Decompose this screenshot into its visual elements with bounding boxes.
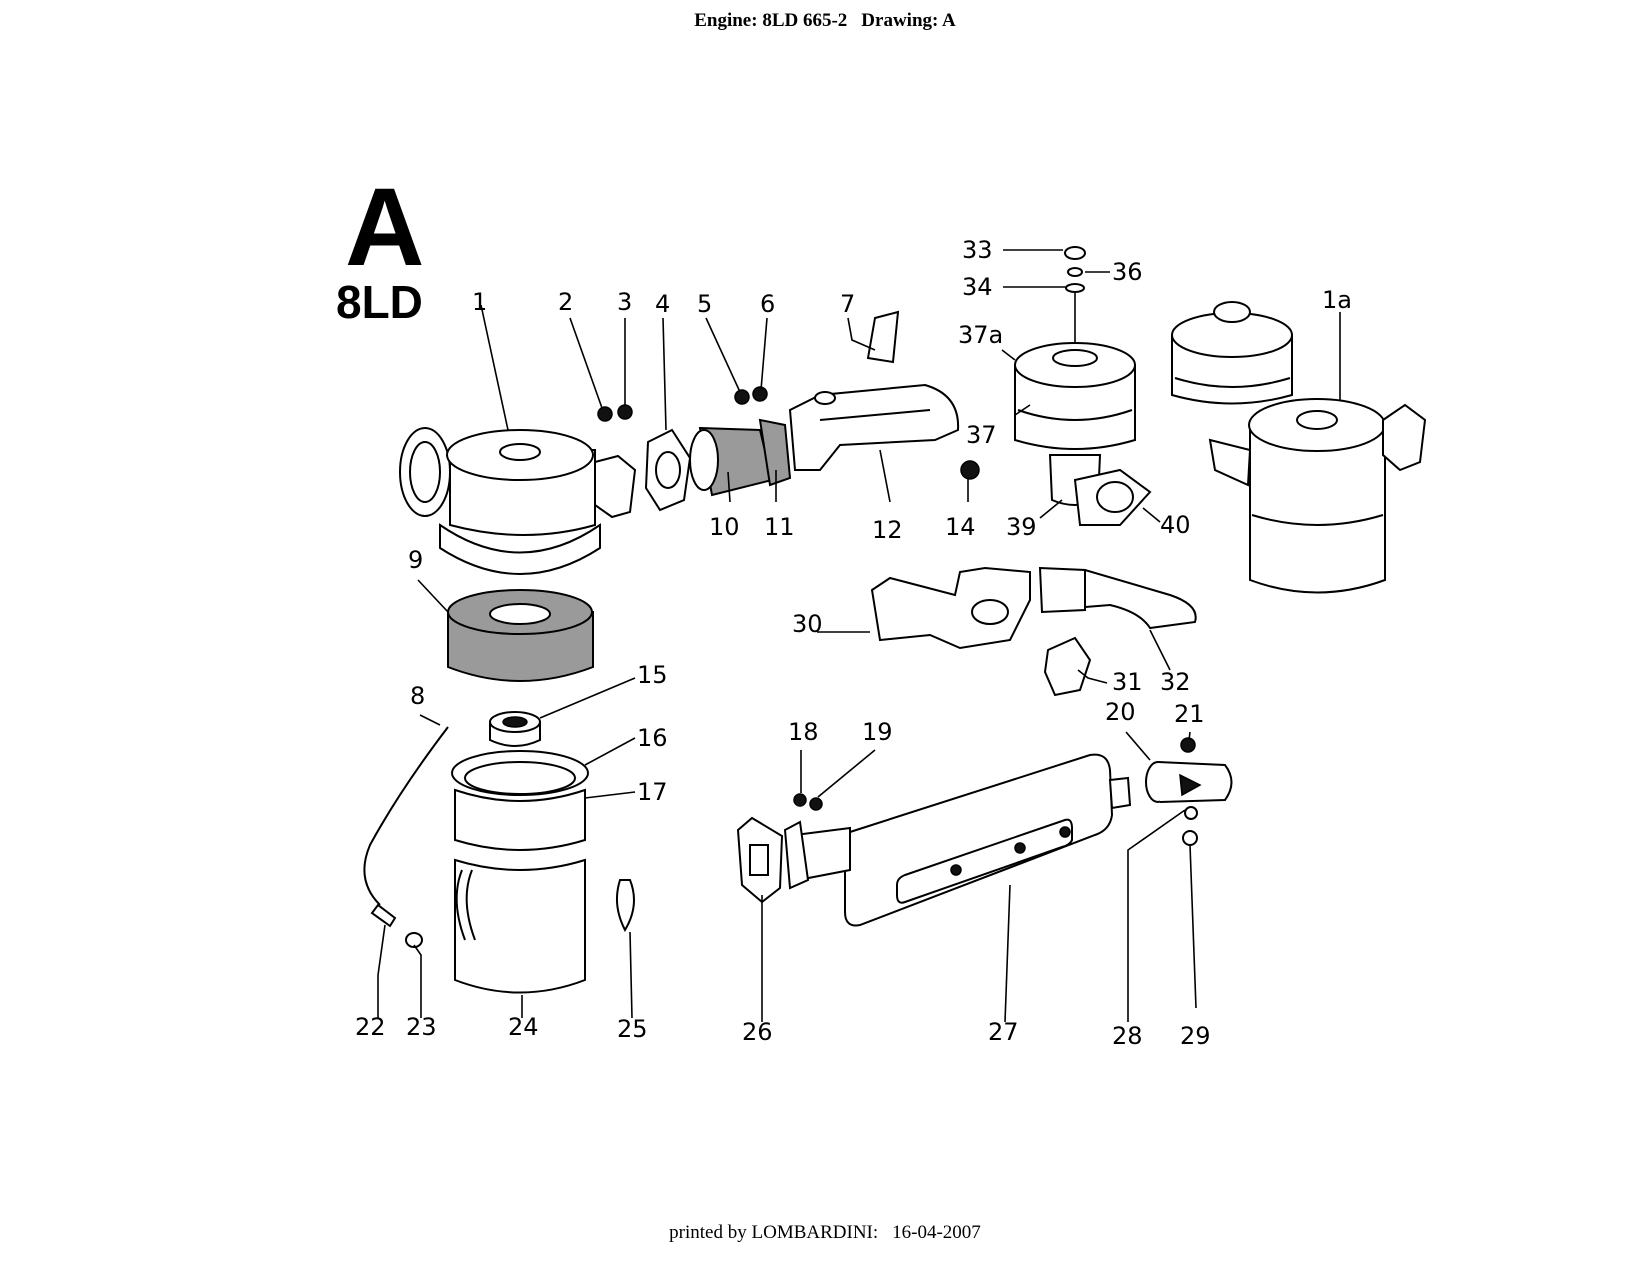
callout-21: 21 bbox=[1174, 700, 1205, 728]
callout-28: 28 bbox=[1112, 1022, 1143, 1050]
callout-16: 16 bbox=[637, 724, 668, 752]
part-19-nut bbox=[809, 797, 823, 811]
parts-10-11-adapter bbox=[689, 418, 792, 497]
part-32-elbow bbox=[1038, 566, 1197, 630]
callout-26: 26 bbox=[742, 1018, 773, 1046]
part-18-nut bbox=[793, 793, 807, 807]
callout-15: 15 bbox=[637, 661, 668, 689]
part-14-nut bbox=[960, 460, 980, 480]
drawing-label: Drawing: A bbox=[861, 10, 956, 31]
callout-11: 11 bbox=[764, 513, 795, 541]
part-20-clamp bbox=[1145, 761, 1233, 803]
part-29-nut bbox=[1182, 830, 1198, 846]
callout-4: 4 bbox=[655, 290, 670, 318]
part-27-silencer bbox=[783, 753, 1132, 927]
engine-model-label: 8LD bbox=[336, 276, 423, 328]
callout-14: 14 bbox=[945, 513, 976, 541]
part-1a-air-filter-assembly bbox=[1171, 301, 1427, 594]
part-26-gasket bbox=[736, 816, 784, 904]
print-footer: printed by LOMBARDINI: 16-04-2007 bbox=[0, 1222, 1650, 1244]
part-7-gasket bbox=[866, 310, 900, 364]
part-30-manifold bbox=[870, 566, 1031, 650]
callout-30: 30 bbox=[792, 610, 823, 638]
callout-3: 3 bbox=[617, 288, 632, 316]
leader-lines bbox=[377, 249, 1341, 1023]
callout-25: 25 bbox=[617, 1015, 648, 1043]
callout-6: 6 bbox=[760, 290, 775, 318]
callout-2: 2 bbox=[558, 288, 573, 316]
drawing-letter: A bbox=[345, 166, 424, 289]
callout-labels: 1 2 3 4 5 6 7 10 11 12 14 33 34 36 37a 3… bbox=[355, 236, 1352, 1050]
part-9-filter-element bbox=[447, 589, 594, 682]
callout-12: 12 bbox=[872, 516, 903, 544]
callout-40: 40 bbox=[1160, 511, 1191, 539]
callout-39: 39 bbox=[1006, 513, 1037, 541]
callout-29: 29 bbox=[1180, 1022, 1211, 1050]
part-40-gasket bbox=[1073, 468, 1152, 526]
callout-5: 5 bbox=[697, 290, 712, 318]
callout-22: 22 bbox=[355, 1013, 386, 1041]
callout-1a: 1a bbox=[1322, 286, 1352, 314]
callout-8: 8 bbox=[410, 682, 425, 710]
callout-34: 34 bbox=[962, 273, 993, 301]
callout-18: 18 bbox=[788, 718, 819, 746]
print-date: 16-04-2007 bbox=[892, 1222, 981, 1243]
callout-24: 24 bbox=[508, 1013, 539, 1041]
part-4-gasket bbox=[644, 428, 692, 512]
part-8-oil-hose bbox=[363, 726, 449, 948]
part-15-cap bbox=[489, 711, 541, 747]
callout-31: 31 bbox=[1112, 668, 1143, 696]
callout-1: 1 bbox=[472, 288, 487, 316]
part-25-clip bbox=[615, 879, 635, 933]
callout-33: 33 bbox=[962, 236, 993, 264]
callout-10: 10 bbox=[709, 513, 740, 541]
drawing-header: Engine: 8LD 665-2 Drawing: A bbox=[0, 10, 1650, 32]
parts-5-6-nuts bbox=[734, 386, 768, 405]
parts-2-3-nuts bbox=[597, 404, 633, 422]
callout-36: 36 bbox=[1112, 258, 1143, 286]
engine-label: Engine: 8LD 665-2 bbox=[694, 10, 848, 31]
callout-23: 23 bbox=[406, 1013, 437, 1041]
part-28-washer bbox=[1184, 806, 1198, 820]
part-16-17-24-oil-bath-bowl bbox=[451, 750, 589, 994]
callout-9: 9 bbox=[408, 546, 423, 574]
callout-7: 7 bbox=[840, 290, 855, 318]
callout-32: 32 bbox=[1160, 668, 1191, 696]
callout-19: 19 bbox=[862, 718, 893, 746]
part-31-gasket bbox=[1043, 636, 1092, 697]
part-12-exhaust-manifold bbox=[788, 383, 960, 471]
callout-27: 27 bbox=[988, 1018, 1019, 1046]
part-21-nut bbox=[1180, 737, 1196, 753]
callout-37: 37 bbox=[966, 421, 997, 449]
callout-37a: 37a bbox=[958, 321, 1003, 349]
part-1-air-filter-housing bbox=[399, 427, 637, 575]
callout-17: 17 bbox=[637, 778, 668, 806]
printed-by-label: printed by LOMBARDINI: bbox=[669, 1222, 879, 1243]
callout-20: 20 bbox=[1105, 698, 1136, 726]
